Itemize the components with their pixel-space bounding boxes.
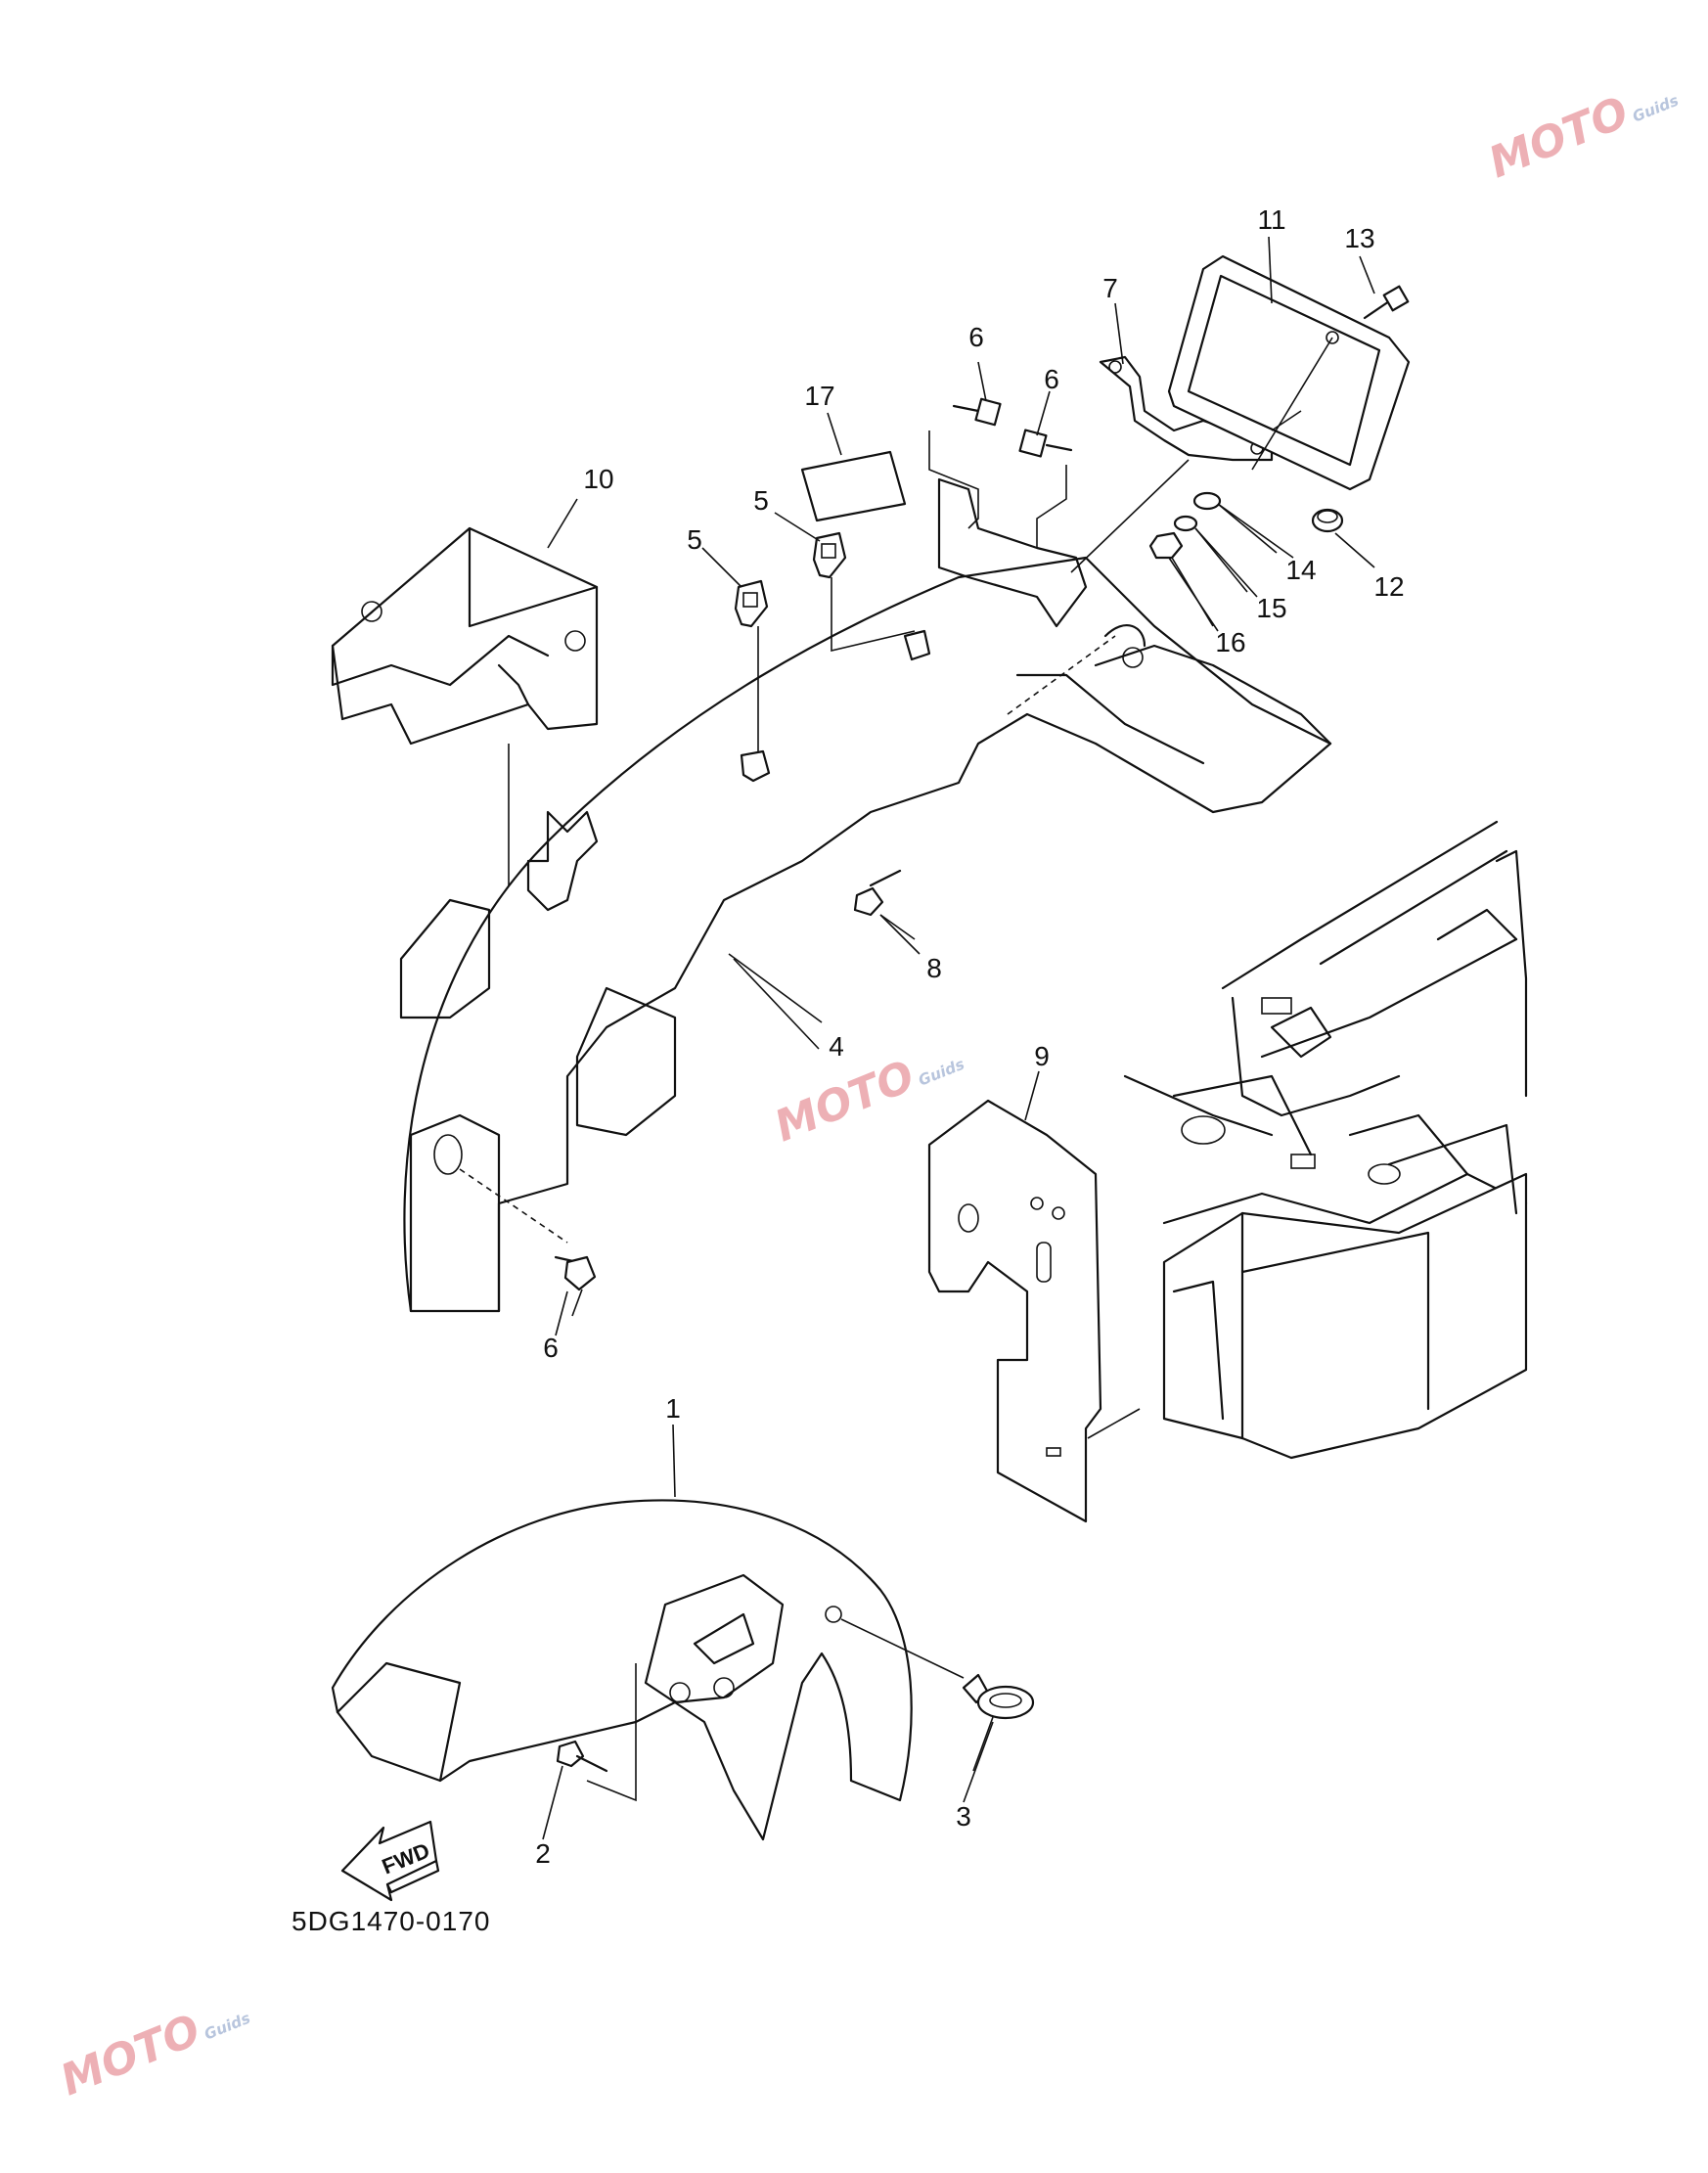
callout-16: 16: [1215, 627, 1246, 657]
part-3-grommet: [962, 1673, 1035, 1772]
part-6-bolt-lower: [554, 1255, 597, 1317]
part-8-bolt: [853, 869, 916, 940]
callout-1: 1: [665, 1393, 681, 1424]
callout-9: 9: [1034, 1041, 1050, 1071]
part-5-clip-right: [812, 531, 931, 661]
callout-12: 12: [1373, 571, 1405, 602]
callout-11: 11: [1257, 204, 1286, 235]
part-2-bolt: [556, 1740, 608, 1773]
callout-2: 2: [535, 1838, 551, 1869]
part-17-label: [800, 450, 907, 522]
callout-8: 8: [926, 953, 942, 983]
part-5-clip-left: [734, 579, 771, 783]
part-11-license-frame: [1070, 254, 1411, 573]
fwd-arrow-icon: [340, 1820, 440, 1902]
part-4-rear-fender: [399, 477, 1332, 1313]
callout-6-top-right: 6: [1044, 364, 1059, 394]
part-6-bolt-top-right: [1018, 429, 1073, 548]
part-10-bracket: [331, 526, 599, 944]
frame-section: [1123, 820, 1528, 1460]
diagram-code: 5DG1470-0170: [292, 1906, 491, 1936]
callout-6-lower: 6: [543, 1333, 559, 1363]
part-6-bolt-top-left: [928, 397, 1002, 529]
part-12-nut: [1311, 508, 1344, 533]
callout-4: 4: [829, 1031, 844, 1062]
callout-15: 15: [1256, 593, 1287, 623]
callout-6-top-left: 6: [968, 322, 984, 352]
callout-10: 10: [583, 464, 614, 494]
part-16-nut: [1148, 531, 1214, 627]
callout-14: 14: [1285, 555, 1317, 585]
callout-3: 3: [956, 1801, 971, 1832]
part-13-screw: [1363, 285, 1410, 320]
part-14-washer: [1192, 491, 1278, 554]
leader-lines: [542, 236, 1375, 1840]
callout-7: 7: [1102, 273, 1118, 303]
part-9-plate: [927, 1099, 1141, 1523]
callout-17: 17: [804, 381, 835, 411]
part-1-front-fender: [331, 1499, 965, 1841]
callout-5-left: 5: [687, 524, 702, 555]
callout-13: 13: [1344, 223, 1375, 253]
callout-5-right: 5: [753, 485, 769, 516]
